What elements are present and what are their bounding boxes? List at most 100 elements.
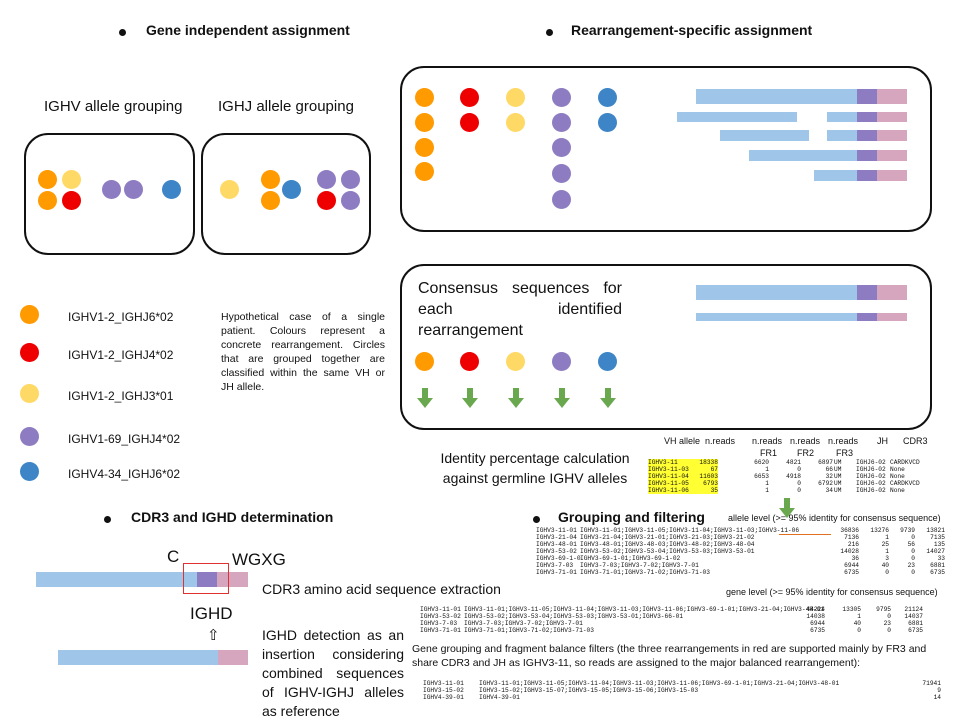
bullet bbox=[119, 29, 126, 36]
circle-orange bbox=[38, 170, 57, 189]
down-arrow-icon bbox=[508, 388, 524, 408]
table-cell: 216 bbox=[847, 541, 859, 548]
sequence-bar bbox=[749, 150, 907, 161]
table-cell: 56 bbox=[907, 541, 915, 548]
circle-purple bbox=[124, 180, 143, 199]
table-cell: 1 bbox=[765, 487, 769, 494]
table-cell: IGHV3-71-01;IGHV3-71-02;IGHV3-71-03 bbox=[464, 627, 594, 634]
circle-orange bbox=[415, 88, 434, 107]
consensus-text: Consensus sequences for each identified … bbox=[418, 280, 622, 339]
table-cell: 32 bbox=[825, 473, 833, 480]
final-table: IGHV3-11-01 IGHV3-11-01;IGHV3-11-05;IGHV… bbox=[421, 680, 945, 701]
sequence-bar bbox=[696, 89, 907, 104]
consensus-box bbox=[400, 264, 932, 430]
table-cell: 1 bbox=[765, 480, 769, 487]
table-cell: IGHV3-7-03 bbox=[536, 562, 574, 569]
table-cell: 1 bbox=[885, 534, 889, 541]
column-header: VH allele bbox=[664, 436, 701, 446]
table-cell: IGHV3-11-01 bbox=[536, 527, 577, 534]
table-cell: IGHV3-11-01;IGHV3-11-05;IGHV3-11-04;IGHV… bbox=[464, 606, 825, 613]
circle-yellow bbox=[506, 113, 525, 132]
cdr3-highlight-box bbox=[183, 563, 229, 594]
table-cell: 4821 bbox=[786, 459, 801, 466]
circle-blue bbox=[598, 113, 617, 132]
table-row: IGHV3-53-02 IGHV3-53-02;IGHV3-53-04;IGHV… bbox=[419, 613, 947, 620]
table-row: IGHV3-11-01 IGHV3-11-01;IGHV3-11-05;IGHV… bbox=[421, 680, 945, 687]
table-cell: 34 bbox=[825, 487, 833, 494]
table-cell: UM bbox=[834, 459, 842, 466]
table-cell: 25 bbox=[881, 541, 889, 548]
table-cell: 9795 bbox=[876, 606, 891, 613]
table-cell: IGHJ6-02 bbox=[856, 466, 886, 473]
circle-purple bbox=[552, 138, 571, 157]
down-arrow-icon bbox=[462, 388, 478, 408]
table-cell: UM bbox=[834, 473, 842, 480]
circle-orange bbox=[261, 170, 280, 189]
legend-circle-orange bbox=[20, 305, 39, 324]
table-cell: 66 bbox=[825, 466, 833, 473]
table-cell: IGHV3-21-04 bbox=[536, 534, 577, 541]
table-cell: 67 bbox=[710, 466, 718, 473]
column-header: n.reads bbox=[705, 436, 736, 446]
table-cell: 7135 bbox=[930, 534, 945, 541]
table-cell: 71941 bbox=[922, 680, 941, 687]
circle-purple bbox=[317, 170, 336, 189]
ighj-grouping-label: IGHJ allele grouping bbox=[218, 98, 354, 115]
circle-purple bbox=[102, 180, 121, 199]
circle-red bbox=[460, 113, 479, 132]
circle-yellow bbox=[62, 170, 81, 189]
table-row: IGHV3-7-03 IGHV3-7-03;IGHV3-7-02;IGHV3-7… bbox=[535, 562, 947, 569]
table-row: IGHV3-11-04 11603 6653 4918 32 UM IGHJ6-… bbox=[648, 473, 944, 480]
table-cell: 14038 bbox=[806, 613, 825, 620]
table-cell: 23 bbox=[883, 620, 891, 627]
down-arrow-icon bbox=[779, 498, 795, 518]
c-label: C bbox=[167, 547, 180, 566]
circle-blue bbox=[598, 352, 617, 371]
table-cell: 6735 bbox=[844, 569, 859, 576]
hypothetical-note: Hypothetical case of a single patient. C… bbox=[221, 311, 385, 393]
ighd-text: IGHD detection as an insertion consideri… bbox=[262, 627, 404, 719]
table-cell: 0 bbox=[911, 534, 915, 541]
table-cell: 6792 bbox=[818, 480, 833, 487]
table-cell: 1 bbox=[765, 466, 769, 473]
table-row: IGHV3-71-01 IGHV3-71-01;IGHV3-71-02;IGHV… bbox=[535, 569, 947, 576]
table-cell: IGHJ6-02 bbox=[856, 473, 886, 480]
table-cell: IGHV3-11-01 bbox=[423, 680, 464, 687]
column-header: JH bbox=[877, 436, 888, 446]
consensus-bar bbox=[696, 285, 907, 300]
table-cell: IGHV3-48-01;IGHV3-48-03;IGHV3-48-02;IGHV… bbox=[580, 541, 755, 548]
table-cell: UM bbox=[834, 480, 842, 487]
table-cell: None bbox=[890, 487, 905, 494]
table-cell: 0 bbox=[797, 466, 801, 473]
circle-purple bbox=[341, 191, 360, 210]
circle-red bbox=[317, 191, 336, 210]
bullet bbox=[104, 516, 111, 523]
circle-orange bbox=[38, 191, 57, 210]
circle-purple bbox=[552, 352, 571, 371]
table-cell: 40 bbox=[881, 562, 889, 569]
column-header: n.reads bbox=[752, 436, 783, 446]
allele-level-table: IGHV3-11-01 IGHV3-11-01;IGHV3-11-05;IGHV… bbox=[535, 527, 947, 576]
table-cell: 6620 bbox=[754, 459, 769, 466]
legend-label: IGHV1-69_IGHJ4*02 bbox=[68, 432, 181, 446]
table-row: IGHV3-21-04 IGHV3-21-04;IGHV3-21-01;IGHV… bbox=[535, 534, 947, 541]
circle-blue bbox=[162, 180, 181, 199]
rearrangement-box bbox=[400, 66, 932, 232]
table-cell: IGHV3-11-05 bbox=[648, 480, 718, 487]
table-cell: IGHV3-71-01 bbox=[536, 569, 577, 576]
table-row: IGHV3-11-06 35 1 0 34 UM IGHJ6-02 None bbox=[648, 487, 944, 494]
table-cell: 6653 bbox=[754, 473, 769, 480]
table-cell: 0 bbox=[887, 613, 891, 620]
table-cell: CARDKVCD bbox=[890, 480, 920, 487]
column-header: n.reads bbox=[828, 436, 859, 446]
identity-text: Identity percentage calculation against … bbox=[440, 450, 630, 486]
column-header: CDR3 bbox=[903, 436, 928, 446]
table-cell: IGHV3-11-01;IGHV3-11-05;IGHV3-11-04;IGHV… bbox=[580, 527, 800, 534]
table-cell: 13276 bbox=[870, 527, 889, 534]
table-row: IGHV3-15-02 IGHV3-15-02;IGHV3-15-07;IGHV… bbox=[421, 687, 945, 694]
table-cell: 3 bbox=[885, 555, 889, 562]
table-cell: IGHV3-53-02;IGHV3-53-04;IGHV3-53-03;IGHV… bbox=[464, 613, 684, 620]
table-cell: 0 bbox=[885, 569, 889, 576]
table-cell: 7136 bbox=[844, 534, 859, 541]
table-cell: IGHJ6-02 bbox=[856, 480, 886, 487]
